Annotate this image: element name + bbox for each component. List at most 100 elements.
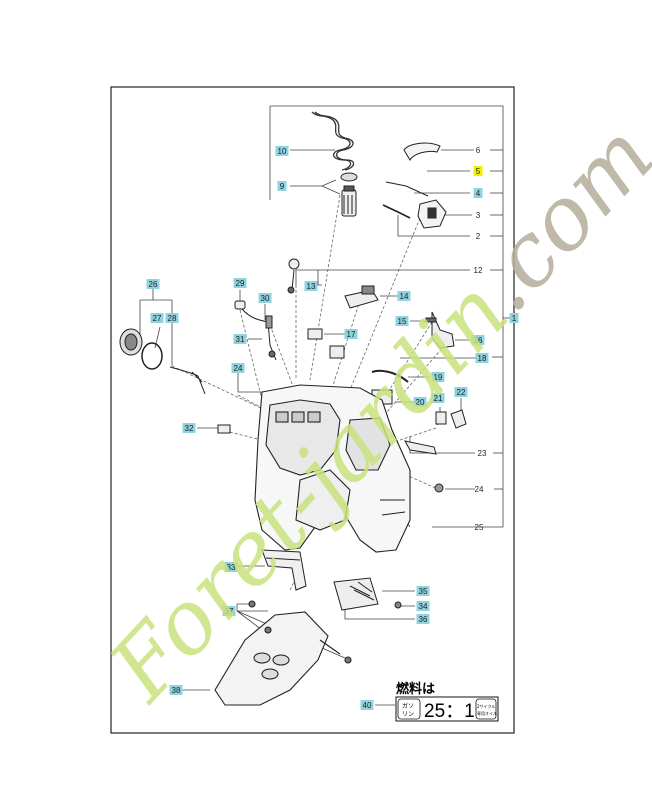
callout-38: 38 bbox=[169, 685, 183, 695]
callout-25: 25 bbox=[475, 523, 484, 532]
fuel-label-left-line1: ガソ bbox=[402, 702, 414, 710]
callout-box bbox=[473, 188, 483, 198]
callout-box bbox=[471, 335, 485, 345]
callout-number: 30 bbox=[261, 294, 270, 303]
starter-pulley-part bbox=[119, 328, 206, 395]
callout-number: 24 bbox=[475, 485, 484, 494]
switch-cable-part bbox=[234, 300, 277, 361]
callout-number: 31 bbox=[236, 335, 245, 344]
callout-3: 3 bbox=[476, 211, 481, 220]
fuel-label-title: 燃料は bbox=[396, 681, 435, 697]
callout-number: 38 bbox=[172, 686, 181, 695]
fuel-label-box bbox=[395, 696, 499, 722]
callout-number: 32 bbox=[185, 424, 194, 433]
callout-37: 37 bbox=[222, 606, 236, 616]
callout-14: 14 bbox=[397, 291, 411, 301]
callout-box bbox=[224, 562, 238, 572]
callout-box bbox=[275, 146, 289, 156]
callout-box bbox=[182, 423, 196, 433]
callout-number: 22 bbox=[457, 388, 466, 397]
bottom-plate-part bbox=[214, 600, 352, 706]
spring-part bbox=[333, 577, 402, 611]
callout-35: 35 bbox=[416, 586, 430, 596]
callout-box bbox=[431, 372, 445, 382]
callout-number: 36 bbox=[419, 615, 428, 624]
callout-23: 23 bbox=[478, 449, 487, 458]
callout-box bbox=[360, 700, 374, 710]
small-hardware-parts bbox=[217, 311, 467, 493]
callout-number: 40 bbox=[363, 701, 372, 710]
callout-number: 9 bbox=[280, 182, 285, 191]
callout-29: 29 bbox=[233, 278, 247, 288]
callout-19: 19 bbox=[431, 372, 445, 382]
callout-box bbox=[258, 293, 272, 303]
callout-box bbox=[413, 397, 427, 407]
callout-number: 24 bbox=[234, 364, 243, 373]
callout-box bbox=[473, 166, 483, 176]
callout-number: 6 bbox=[476, 146, 481, 155]
callout-24: 24 bbox=[475, 485, 484, 494]
callout-17: 17 bbox=[344, 329, 358, 339]
callout-20: 20 bbox=[413, 397, 427, 407]
callout-27: 27 bbox=[150, 313, 164, 323]
callout-13: 13 bbox=[304, 281, 318, 291]
callout-6: 6 bbox=[476, 146, 481, 155]
callout-number: 25 bbox=[475, 523, 484, 532]
callout-box bbox=[509, 313, 519, 323]
callout-box bbox=[454, 387, 468, 397]
callout-number: 17 bbox=[347, 330, 356, 339]
callout-box bbox=[165, 313, 179, 323]
handle-bracket-part bbox=[261, 549, 307, 591]
callout-box bbox=[395, 316, 409, 326]
callout-number: 29 bbox=[236, 279, 245, 288]
callout-24: 24 bbox=[231, 363, 245, 373]
callout-22: 22 bbox=[454, 387, 468, 397]
fuel-label-right-line2: 専用オイル bbox=[477, 710, 497, 716]
choke-rod-part bbox=[287, 258, 379, 309]
leader-lines bbox=[139, 105, 512, 706]
callout-12: 12 bbox=[474, 266, 483, 275]
callout-number: 10 bbox=[278, 147, 287, 156]
callout-number: 14 bbox=[400, 292, 409, 301]
callout-number: 15 bbox=[398, 317, 407, 326]
callout-2: 2 bbox=[476, 232, 481, 241]
callout-box bbox=[150, 313, 164, 323]
callout-box bbox=[169, 685, 183, 695]
callout-number: 5 bbox=[476, 167, 481, 176]
callout-box bbox=[397, 291, 411, 301]
callout-number: 1 bbox=[512, 314, 517, 323]
fuel-hose-part bbox=[311, 111, 355, 171]
callout-number: 34 bbox=[419, 602, 428, 611]
callout-26: 26 bbox=[146, 279, 160, 289]
callout-number: 35 bbox=[419, 587, 428, 596]
callout-number: 16 bbox=[474, 336, 483, 345]
callout-33: 33 bbox=[224, 562, 238, 572]
callout-34: 34 bbox=[416, 601, 430, 611]
callout-4: 4 bbox=[473, 188, 483, 198]
callout-number: 4 bbox=[476, 189, 481, 198]
callout-36: 36 bbox=[416, 614, 430, 624]
callout-box bbox=[231, 363, 245, 373]
callout-number: 3 bbox=[476, 211, 481, 220]
throttle-trigger-part bbox=[382, 142, 447, 229]
callout-number: 13 bbox=[307, 282, 316, 291]
callout-32: 32 bbox=[182, 423, 196, 433]
fuel-filter-part bbox=[340, 172, 358, 217]
callout-box bbox=[431, 393, 445, 403]
callout-number: 20 bbox=[416, 398, 425, 407]
callout-box bbox=[416, 601, 430, 611]
callout-number: 27 bbox=[153, 314, 162, 323]
callout-number: 2 bbox=[476, 232, 481, 241]
callout-number: 18 bbox=[478, 354, 487, 363]
fuel-label-right-line1: 2サイクル bbox=[477, 703, 495, 709]
callout-15: 15 bbox=[395, 316, 409, 326]
callout-number: 19 bbox=[434, 373, 443, 382]
callout-31: 31 bbox=[233, 334, 247, 344]
callout-number: 28 bbox=[168, 314, 177, 323]
callout-box bbox=[416, 586, 430, 596]
callout-number: 21 bbox=[434, 394, 443, 403]
fuel-label-ratio: 25：1 bbox=[424, 701, 475, 722]
callout-number: 33 bbox=[227, 563, 236, 572]
